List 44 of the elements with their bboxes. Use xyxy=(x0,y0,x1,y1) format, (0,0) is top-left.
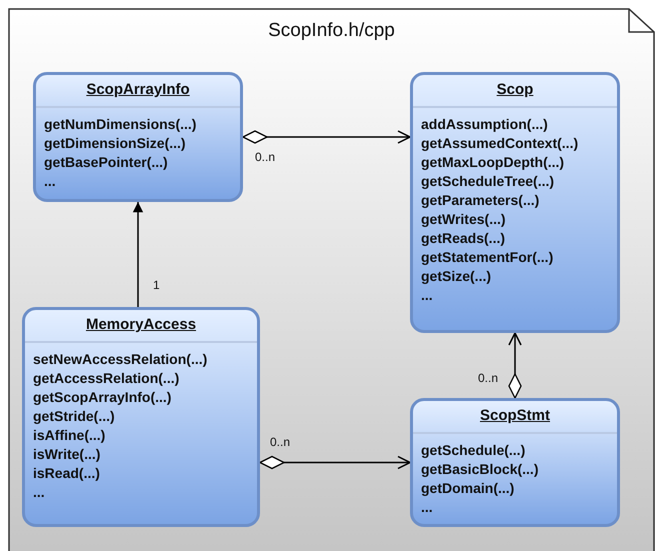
association-arrow xyxy=(259,456,411,470)
method-name: getStatementFor(...) xyxy=(421,248,554,267)
method-name: getReads(...) xyxy=(421,229,506,248)
multiplicity-label: 0..n xyxy=(270,434,290,451)
method-name: getMaxLoopDepth(...) xyxy=(421,153,564,172)
class-name: ScopStmt xyxy=(480,406,550,426)
class-box xyxy=(410,398,620,527)
multiplicity-label: 1 xyxy=(153,277,160,294)
association-arrow xyxy=(132,202,144,307)
method-name: getStride(...) xyxy=(33,407,115,426)
method-name: ... xyxy=(421,286,433,305)
method-name: isWrite(...) xyxy=(33,445,100,464)
method-name: isAffine(...) xyxy=(33,426,106,445)
method-name: getSchedule(...) xyxy=(421,441,526,460)
method-name: getAssumedContext(...) xyxy=(421,134,578,153)
class-name: ScopArrayInfo xyxy=(86,80,190,100)
class-box xyxy=(410,72,620,333)
method-name: getSize(...) xyxy=(421,267,492,286)
method-name: getBasicBlock(...) xyxy=(421,460,538,479)
class-box xyxy=(22,307,260,527)
package-title: ScopInfo.h/cpp xyxy=(268,19,395,43)
method-name: addAssumption(...) xyxy=(421,115,548,134)
method-name: ... xyxy=(33,483,45,502)
association-arrow xyxy=(508,332,522,399)
association-arrow xyxy=(242,130,411,144)
multiplicity-label: 0..n xyxy=(255,149,276,166)
method-name: ... xyxy=(44,172,56,191)
method-name: getWrites(...) xyxy=(421,210,506,229)
method-name: isRead(...) xyxy=(33,464,100,483)
class-name: MemoryAccess xyxy=(86,315,196,336)
method-name: getDimensionSize(...) xyxy=(44,134,186,153)
class-box xyxy=(33,72,243,202)
method-name: setNewAccessRelation(...) xyxy=(33,350,208,369)
method-name: getParameters(...) xyxy=(421,191,540,210)
class-name: Scop xyxy=(496,80,534,100)
multiplicity-label: 0..n xyxy=(478,370,498,387)
method-name: getScopArrayInfo(...) xyxy=(33,388,172,407)
package-frame xyxy=(8,8,655,551)
method-name: getAccessRelation(...) xyxy=(33,369,180,388)
method-name: getDomain(...) xyxy=(421,479,514,498)
method-name: getNumDimensions(...) xyxy=(44,115,196,134)
method-name: getBasePointer(...) xyxy=(44,153,168,172)
method-name: getScheduleTree(...) xyxy=(421,172,554,191)
method-name: ... xyxy=(421,498,433,517)
